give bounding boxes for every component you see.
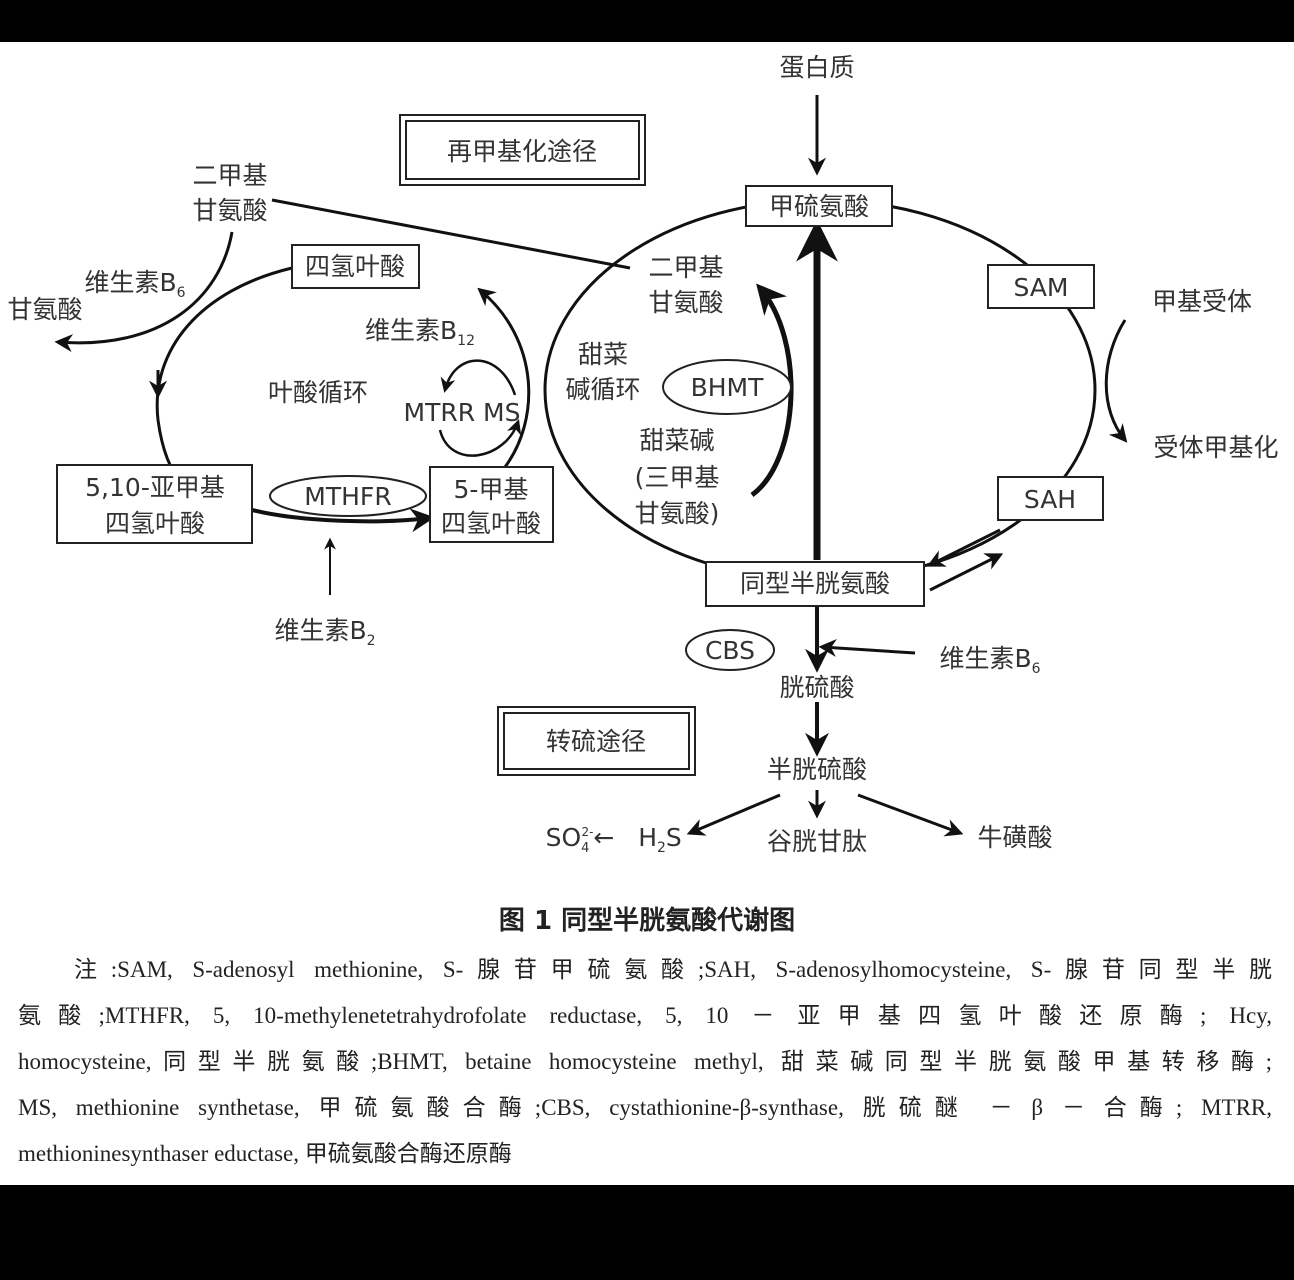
glutathione-label: 谷胱甘肽: [767, 827, 867, 856]
cbs-ellipse: [685, 629, 775, 671]
mtrr-arrow-top: [440, 359, 517, 396]
remethylation-label: 再甲基化途径: [447, 137, 597, 166]
acceptor-methylated-label: 受体甲基化: [1153, 433, 1278, 462]
cystathionine-label: 胱硫酸: [779, 673, 854, 702]
betaine-label-2: (三甲基: [635, 463, 720, 492]
methionine-box: [745, 185, 893, 227]
methyl-acceptor-arrow: [1104, 319, 1128, 443]
sah-hcy-arrow-b: [926, 528, 1001, 567]
note-line: homocysteine,同型半胱氨酸;BHMT, betaine homocy…: [18, 1049, 1272, 1074]
glycine-label: 甘氨酸: [7, 295, 82, 324]
sulfate-label: SO42-←: [546, 823, 615, 856]
methionine-label: 甲硫氨酸: [769, 192, 869, 221]
transsulfuration-label: 转硫途径: [546, 727, 646, 756]
bhmt-ellipse: [662, 359, 792, 415]
methyl-thf-label-1: 5-甲基: [454, 475, 529, 504]
methyl-thf-label-2: 四氢叶酸: [441, 509, 541, 538]
figure-sheet: 蛋白质 再甲基化途径 转硫途径 甲硫氨酸 SAM SAH 甲基受体 受体甲基化 …: [0, 42, 1294, 1185]
taurine-label: 牛磺酸: [977, 823, 1052, 852]
vitamin-b2-label: 维生素B2: [274, 616, 375, 649]
note-line: 注:SAM, S-adenosyl methionine, S-腺苷甲硫氨酸;S…: [74, 957, 1272, 982]
dmg-right-label-1: 二甲基: [648, 253, 723, 282]
h2s-label: H2S: [638, 823, 682, 856]
sah-box: [997, 476, 1104, 521]
note-line: 氨酸;MTHFR, 5, 10-methylenetetrahydrofolat…: [18, 1003, 1272, 1028]
mtrr-ms-label: MTRR MS: [404, 398, 521, 427]
folate-right-arc: [477, 287, 531, 468]
cbs-label: CBS: [705, 636, 755, 665]
dmg-connector-line: [271, 198, 631, 270]
mthfr-label: MTHFR: [304, 482, 391, 511]
mthfr-ellipse: [269, 475, 427, 517]
betaine-label-3: 甘氨酸): [635, 499, 720, 528]
methylene-thf-label-1: 5,10-亚甲基: [85, 473, 225, 502]
mthfr-arrow: [251, 508, 435, 533]
vitamin-b6-right-label: 维生素B6: [939, 644, 1040, 677]
dmg-left-label-1: 二甲基: [192, 161, 267, 190]
figure-note: 注:SAM, S-adenosyl methionine, S-腺苷甲硫氨酸;S…: [18, 947, 1272, 1177]
dmg-left-label-2: 甘氨酸: [192, 196, 267, 225]
glycine-arrow: [54, 231, 234, 353]
bhmt-label: BHMT: [691, 373, 765, 402]
to-taurine-arrow: [857, 793, 964, 837]
sam-label: SAM: [1013, 273, 1068, 302]
dmg-right-label-2: 甘氨酸: [648, 288, 723, 317]
to-h2s-arrow: [686, 793, 781, 836]
homocysteine-box: [705, 561, 925, 607]
homocysteine-metabolism-diagram: 蛋白质 再甲基化途径 转硫途径 甲硫氨酸 SAM SAH 甲基受体 受体甲基化 …: [7, 53, 1278, 856]
methyl-thf-box: [429, 466, 554, 543]
homocysteine-label: 同型半胱氨酸: [740, 569, 890, 598]
vitamin-b12-label: 维生素B12: [365, 316, 475, 349]
figure-caption-title: 图 1 同型半胱氨酸代谢图: [498, 906, 796, 936]
protein-label: 蛋白质: [779, 53, 854, 82]
b6-arrow: [818, 638, 916, 657]
methylene-thf-box: [56, 464, 253, 544]
vitamin-b6-left-label: 维生素B6: [84, 268, 185, 301]
note-line: methioninesynthaser eductase, 甲硫氨酸合酶还原酶: [18, 1141, 512, 1166]
methyl-acceptor-label: 甲基受体: [1152, 287, 1252, 316]
betaine-arrow: [750, 283, 794, 498]
mtrr-arrow-bottom: [438, 419, 522, 457]
thf-label: 四氢叶酸: [305, 252, 405, 281]
thf-box: [291, 244, 420, 289]
betaine-label-1: 甜菜碱: [639, 426, 714, 455]
sam-box: [987, 264, 1095, 309]
betaine-cycle-label-1: 甜菜: [578, 340, 628, 369]
note-line: MS, methionine synthetase, 甲硫氨酸合酶;CBS, c…: [18, 1095, 1272, 1120]
sah-label: SAH: [1024, 485, 1076, 514]
transsulfuration-box-outer: [497, 706, 696, 776]
methylene-thf-label-2: 四氢叶酸: [105, 509, 205, 538]
sah-hcy-arrow-a: [929, 553, 1004, 592]
remethylation-box-outer: [399, 114, 646, 186]
folate-cycle-label: 叶酸循环: [268, 378, 368, 407]
cysteine-label: 半胱硫酸: [767, 755, 867, 784]
betaine-cycle-label-2: 碱循环: [565, 375, 640, 404]
